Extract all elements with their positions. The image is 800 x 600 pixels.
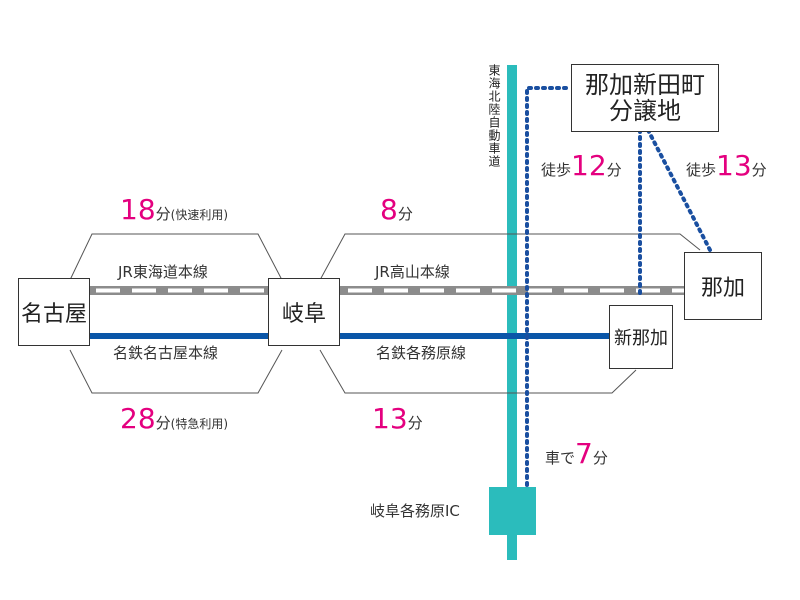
time-gifu-shinnaka-meitetsu: 13分: [372, 405, 423, 433]
line-meitetsu-nagoya: 名鉄名古屋本線: [113, 344, 219, 362]
time-value: 7: [575, 437, 593, 470]
bracket-nagoya-gifu-lower: [69, 349, 283, 394]
station-nagoya: 名古屋: [18, 278, 90, 346]
interchange-label: 岐阜各務原IC: [370, 502, 460, 520]
interchange-marker: [489, 487, 536, 535]
time-value: 13: [716, 149, 752, 182]
station-naka-label: 那加: [700, 276, 745, 301]
station-shin-naka-label: 新那加: [614, 328, 668, 349]
time-walk-naka: 徒歩13分: [686, 152, 767, 180]
expressway-line: [507, 65, 517, 560]
line-jr-tokaido: JR東海道本線: [118, 263, 208, 281]
time-unit: 分: [606, 161, 622, 179]
time-unit: 分: [155, 414, 171, 432]
station-naka: 那加: [684, 252, 762, 320]
time-unit: 分: [407, 414, 423, 432]
time-value: 28: [120, 402, 156, 435]
jr-line: [88, 286, 685, 295]
bracket-nagoya-gifu-upper: [69, 233, 283, 281]
time-car-ic: 車で7分: [545, 440, 608, 468]
station-shin-naka: 新那加: [609, 305, 673, 369]
time-value: 12: [571, 149, 607, 182]
line-expressway: 東海北陸自動車道: [487, 64, 501, 168]
time-unit: 分: [751, 161, 767, 179]
destination-box: 那加新田町 分譲地: [571, 64, 719, 132]
time-prefix: 徒歩: [686, 161, 717, 179]
station-gifu: 岐阜: [268, 278, 340, 346]
time-note: (快速利用): [170, 208, 229, 222]
dotted-routes: [525, 86, 712, 487]
time-note: (特急利用): [170, 417, 229, 431]
time-value: 13: [372, 402, 408, 435]
time-prefix: 車で: [545, 449, 576, 467]
time-gifu-naka-jr: 8分: [380, 196, 413, 224]
time-unit: 分: [592, 449, 608, 467]
bracket-gifu-naka-upper: [319, 233, 701, 281]
time-nagoya-gifu-meitetsu: 28分(特急利用): [120, 405, 228, 433]
station-nagoya-label: 名古屋: [20, 302, 87, 327]
bracket-gifu-shinnaka-lower: [319, 349, 637, 394]
line-meitetsu-kakamigahara: 名鉄各務原線: [376, 344, 467, 362]
time-value: 18: [120, 193, 156, 226]
destination-line2: 分譲地: [609, 97, 681, 125]
line-jr-takayama: JR高山本線: [375, 263, 450, 281]
time-unit: 分: [397, 205, 413, 223]
destination-line1: 那加新田町: [585, 71, 705, 99]
time-value: 8: [380, 193, 398, 226]
time-unit: 分: [155, 205, 171, 223]
station-gifu-label: 岐阜: [281, 302, 326, 327]
time-nagoya-gifu-jr: 18分(快速利用): [120, 196, 228, 224]
time-prefix: 徒歩: [541, 161, 572, 179]
time-walk-shinnaka: 徒歩12分: [541, 152, 622, 180]
meitetsu-line: [88, 333, 612, 339]
